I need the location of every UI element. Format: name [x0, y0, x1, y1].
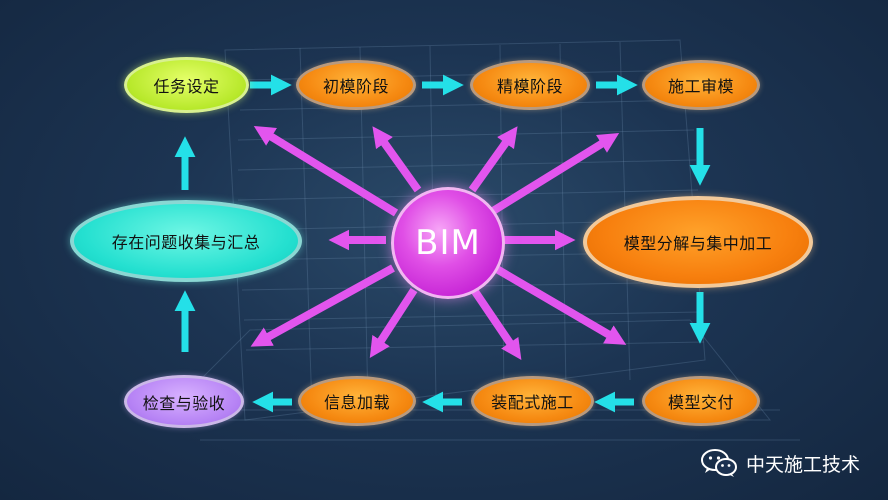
node-assembly-construction-label: 装配式施工: [491, 393, 574, 412]
node-info-loading-label: 信息加载: [323, 393, 390, 412]
node-model-delivery-label: 模型交付: [667, 393, 734, 412]
node-issue-collection-label: 存在问题收集与汇总: [111, 233, 261, 252]
node-inspection-acceptance: 检查与验收: [124, 375, 244, 428]
radial-arrow-upper-right-far: [490, 132, 620, 215]
node-construction-review-label: 施工审模: [667, 77, 734, 96]
radial-arrow-lower-right-near: [470, 287, 522, 360]
radial-arrow-lower-left-near: [369, 287, 418, 359]
bim-center-node: BIM: [391, 187, 505, 299]
node-initial-model-stage-label: 初模阶段: [322, 77, 389, 96]
node-model-decompose-process-label: 模型分解与集中加工: [623, 234, 773, 253]
radial-arrow-upper-right-near: [468, 126, 518, 193]
radial-arrow-lower-left-far: [250, 264, 395, 347]
node-task-setting-label: 任务设定: [153, 77, 220, 96]
watermark: 中天施工技术: [700, 448, 860, 478]
node-info-loading: 信息加载: [298, 376, 416, 426]
node-model-decompose-process: 模型分解与集中加工: [583, 196, 813, 288]
radial-arrow-upper-left-far: [253, 125, 399, 217]
node-task-setting: 任务设定: [124, 57, 249, 113]
node-assembly-construction: 装配式施工: [471, 376, 594, 426]
radial-arrow-upper-left-near: [372, 126, 422, 193]
node-initial-model-stage: 初模阶段: [296, 60, 416, 110]
node-issue-collection: 存在问题收集与汇总: [70, 200, 302, 282]
node-construction-review: 施工审模: [642, 60, 760, 110]
bim-center-label: BIM: [415, 223, 481, 263]
watermark-text: 中天施工技术: [745, 453, 860, 476]
node-fine-model-stage-label: 精模阶段: [496, 77, 563, 96]
node-model-delivery: 模型交付: [642, 376, 760, 426]
radial-arrow-lower-right-far: [492, 264, 627, 345]
node-fine-model-stage: 精模阶段: [470, 60, 590, 110]
wechat-icon: [700, 449, 737, 477]
node-inspection-acceptance-label: 检查与验收: [142, 393, 226, 413]
